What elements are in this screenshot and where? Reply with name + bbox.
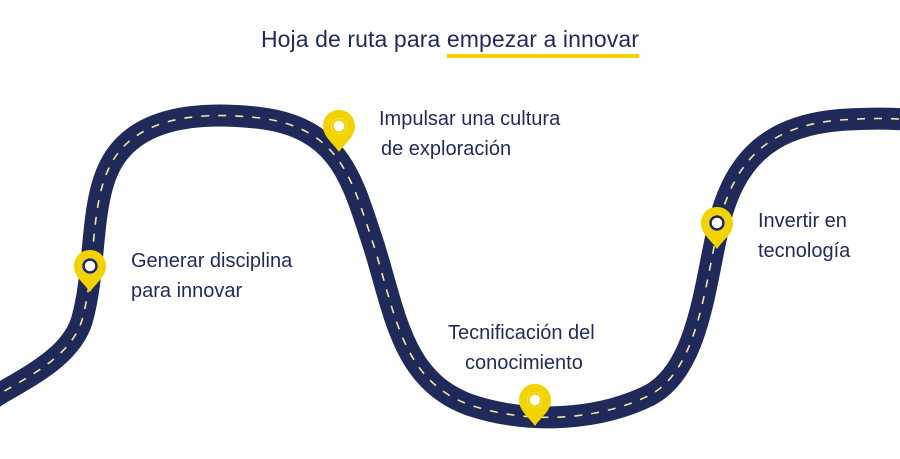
step-label-invertir-tecnologia: Invertir en tecnología — [758, 206, 850, 266]
title-highlight: empezar a innovar — [446, 26, 640, 58]
step-label-line1: Invertir en — [758, 210, 847, 232]
step-label-impulsar-cultura: Impulsar una cultura de exploración — [379, 104, 560, 164]
road-lane-marks — [0, 114, 900, 419]
page-title: Hoja de ruta para empezar a innovar — [0, 26, 900, 58]
step-label-generar-disciplina: Generar disciplina para innovar — [131, 246, 292, 306]
location-pin-icon — [701, 207, 733, 249]
title-prefix: Hoja de ruta para — [260, 26, 447, 52]
location-pin-icon — [519, 384, 551, 426]
location-pin-icon — [74, 250, 106, 292]
location-pin-icon — [323, 110, 355, 152]
step-label-line1: Generar disciplina — [131, 250, 293, 272]
step-label-line2: tecnología — [758, 240, 851, 262]
step-label-line2: para innovar — [131, 280, 243, 302]
step-label-line1: Impulsar una cultura — [379, 108, 561, 130]
step-label-line1: Tecnificación del — [448, 322, 595, 344]
step-label-line2: conocimiento — [465, 352, 583, 374]
step-label-line2: de exploración — [381, 138, 512, 160]
step-label-tecnificacion: Tecnificación del conocimiento — [448, 318, 595, 378]
